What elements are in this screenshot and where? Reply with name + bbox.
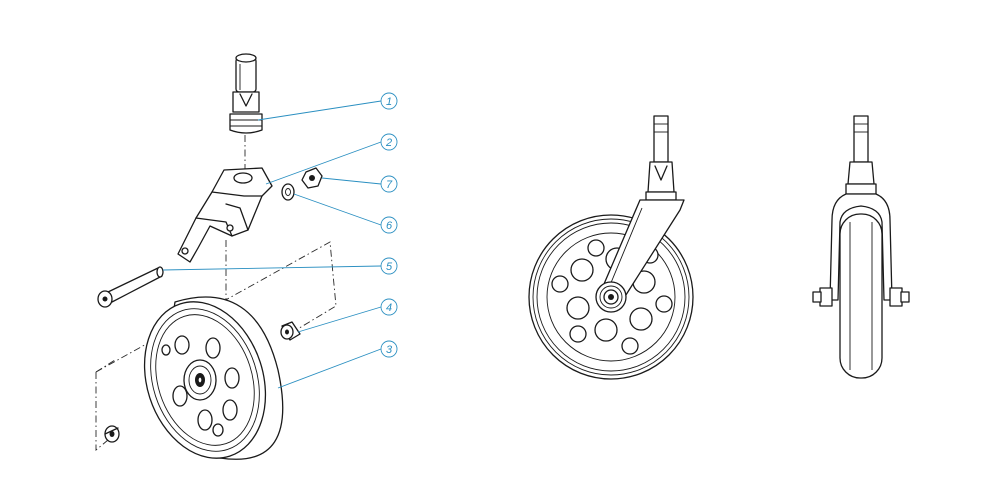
callout-3-label: 3 bbox=[386, 344, 393, 356]
washer-part bbox=[281, 183, 295, 201]
exploded-view: 1 2 7 6 5 4 3 bbox=[95, 53, 398, 460]
stem-part bbox=[229, 53, 263, 134]
callout-4-label: 4 bbox=[386, 302, 392, 314]
callout-5: 5 bbox=[380, 257, 398, 275]
callout-3: 3 bbox=[380, 340, 398, 358]
callout-2: 2 bbox=[380, 133, 398, 151]
lower-spacer-part bbox=[104, 425, 120, 443]
callout-7-label: 7 bbox=[386, 179, 393, 191]
callout-4: 4 bbox=[380, 298, 398, 316]
wheel-part bbox=[143, 296, 284, 460]
callout-6: 6 bbox=[380, 216, 398, 234]
assembled-front-view bbox=[812, 115, 910, 379]
nut-part bbox=[301, 167, 323, 189]
spacer-part bbox=[280, 321, 301, 341]
callout-leaders bbox=[162, 100, 382, 389]
assembled-side-view bbox=[528, 115, 694, 380]
callout-5-label: 5 bbox=[386, 261, 393, 273]
callout-1-label: 1 bbox=[386, 96, 392, 108]
callout-2-label: 2 bbox=[385, 137, 392, 149]
callout-7: 7 bbox=[380, 175, 398, 193]
axle-bolt-part bbox=[97, 266, 164, 308]
fork-bracket-part bbox=[177, 167, 273, 263]
callout-1: 1 bbox=[380, 92, 398, 110]
callout-6-label: 6 bbox=[386, 220, 393, 232]
